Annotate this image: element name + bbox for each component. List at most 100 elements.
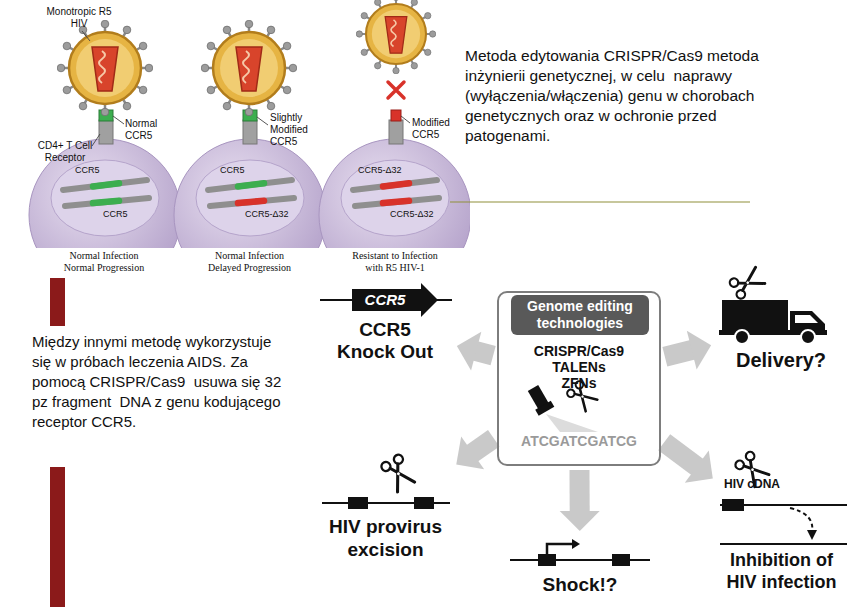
truck-wheel	[801, 330, 815, 344]
leader-line	[82, 31, 90, 41]
truck-wheel	[735, 330, 749, 344]
outcome-node: HIV provirus excision	[318, 455, 453, 573]
arrow-shaft	[471, 438, 494, 454]
promoter-arrowhead	[572, 539, 580, 549]
scissors-icon	[728, 266, 766, 300]
part-label: CD4+ T Cell Receptor	[36, 140, 94, 164]
gene-band	[238, 183, 264, 186]
t-cell	[319, 139, 470, 248]
nucleus	[51, 160, 159, 236]
scissors-icon	[380, 453, 416, 493]
outcome-node: Shock!?	[505, 535, 655, 605]
arrow-head	[457, 332, 481, 371]
flashlight-icon	[525, 383, 554, 415]
part-label: Modified CCR5	[412, 117, 460, 141]
dna-name: HIV cDNA	[724, 477, 794, 491]
receptor	[389, 120, 403, 144]
chromosome-pair	[353, 180, 439, 206]
leader-line	[401, 116, 410, 123]
leader-line	[257, 117, 268, 125]
outcome-node: Delivery?	[715, 280, 847, 375]
hiv-virion	[356, 0, 436, 74]
accent-bar	[50, 278, 65, 326]
chromosome	[210, 198, 294, 206]
chromosome	[65, 198, 149, 206]
t-cell	[29, 139, 181, 248]
arrow-shaft	[474, 351, 493, 356]
box-header: Genome editing technologies	[511, 295, 649, 335]
gene-band	[93, 183, 119, 186]
arrow-head	[456, 437, 484, 470]
gene-band	[383, 201, 409, 203]
accent-bar	[50, 467, 65, 607]
ltr-block	[348, 497, 368, 509]
receptor	[243, 120, 257, 144]
leader-line	[113, 116, 124, 124]
block-arrow	[560, 470, 600, 531]
description-text: Metoda edytowania CRISPR/Cas9 metoda inż…	[465, 46, 795, 146]
arrow-head	[560, 511, 600, 531]
flashlight-head	[535, 401, 554, 416]
gene-band	[383, 183, 409, 186]
part-label: Normal CCR5	[125, 118, 170, 142]
description-text: Między innymi metodę wykorzystuje się w …	[32, 332, 294, 432]
cell-caption: Normal Infection Delayed Progression	[202, 250, 297, 274]
dna-line	[720, 543, 847, 545]
truck-body	[722, 300, 788, 331]
part-label: Slightly Modified CCR5	[270, 112, 322, 148]
ltr-block	[538, 554, 556, 566]
ltr-block	[722, 499, 744, 511]
promoter-arrow	[547, 544, 572, 554]
integration-arrowhead	[807, 530, 817, 540]
chromosome	[355, 198, 439, 206]
block-arrow	[456, 437, 493, 470]
hiv-virion	[201, 20, 297, 116]
block-mark	[388, 82, 404, 98]
t-cell	[174, 139, 326, 248]
chromosome	[63, 180, 147, 190]
arrow-head	[685, 451, 713, 483]
block-arrow	[457, 332, 493, 371]
outcome-title: Delivery?	[715, 348, 847, 372]
arrow-shaft	[664, 442, 698, 468]
dna-sequence: ATCGATCGATCG	[499, 433, 659, 450]
outcome-title: Inhibition of HIV infection	[716, 549, 847, 593]
nucleus	[341, 160, 449, 236]
arrow-shaft	[665, 350, 694, 357]
allele-label: CCR5	[103, 209, 128, 220]
ltr-block	[612, 554, 630, 566]
chromosome	[208, 180, 292, 190]
cell-caption: Normal Infection Normal Progression	[58, 250, 150, 274]
gene-band	[238, 201, 264, 203]
gene-arrow	[352, 283, 438, 317]
block-arrow	[665, 331, 711, 370]
nucleus	[196, 160, 304, 236]
allele-label: CCR5	[220, 165, 245, 176]
technology-box: Genome editing technologiesCRISPR/Cas9 T…	[497, 291, 661, 466]
chromosome-pair	[63, 180, 149, 206]
outcome-node: HIV cDNA Inhibition of HIV infection	[716, 455, 847, 605]
outcome-title: HIV provirus excision	[318, 515, 453, 561]
receptor	[99, 120, 113, 144]
allele-label: CCR5	[75, 165, 100, 176]
chromosome-pair	[208, 180, 294, 206]
cell-illustration	[29, 139, 470, 248]
part-label: Monotropic R5 HIV	[44, 6, 114, 30]
ltr-block	[414, 497, 434, 509]
hiv-virion	[57, 20, 153, 116]
outcome-title: CCR5 Knock Out	[333, 319, 437, 363]
light-beam	[546, 414, 598, 432]
arrow-head	[687, 331, 711, 370]
outcome-title: Shock!?	[505, 573, 655, 596]
cell-caption: Resistant to Infection with R5 HIV-1	[345, 250, 445, 274]
arrow-shaft	[569, 470, 589, 513]
method-list: CRISPR/Cas9 TALENs ZFNs	[533, 343, 625, 391]
receptor-ccr5	[391, 110, 401, 121]
leader-lines	[82, 31, 410, 146]
allele-label: CCR5-Δ32	[390, 209, 434, 220]
chromosome	[353, 180, 437, 190]
gene-name: CCR5	[352, 291, 418, 309]
gene-band	[93, 201, 119, 203]
block-arrow	[664, 442, 713, 482]
integration-arrow	[790, 508, 812, 532]
